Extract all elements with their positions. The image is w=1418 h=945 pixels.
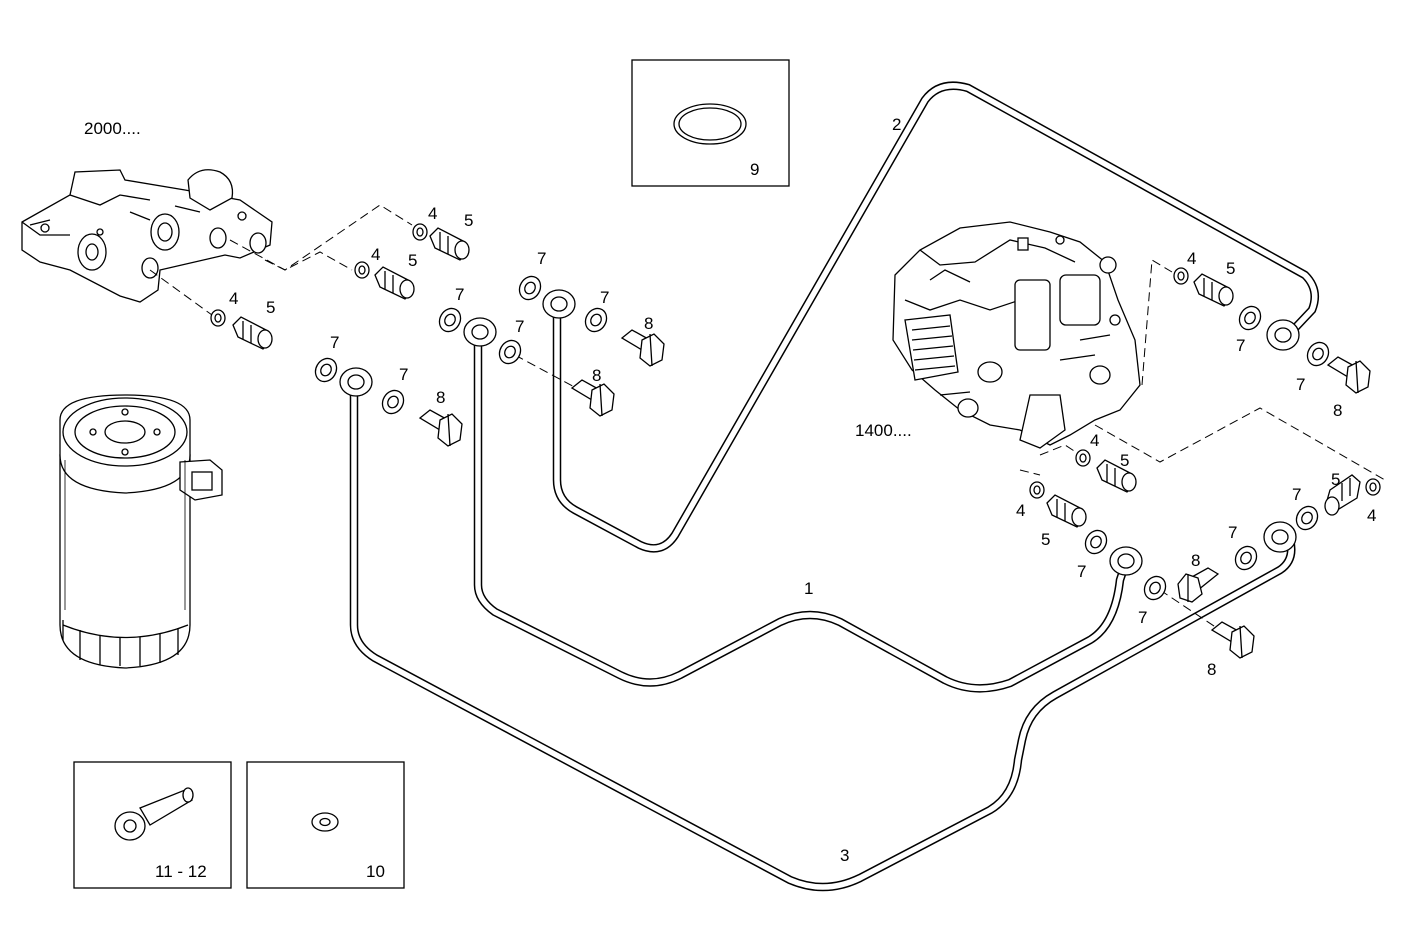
banjo-bolt-8: [1210, 621, 1255, 659]
pipe-1: [473, 335, 1130, 693]
callout-4: 4: [1187, 249, 1196, 268]
inset-banjo-number: 11 - 12: [155, 862, 207, 881]
pipe-3-label: 3: [840, 846, 849, 865]
callout-5: 5: [266, 298, 275, 317]
callout-7: 7: [1228, 523, 1237, 542]
callout-7: 7: [1077, 562, 1086, 581]
callout-8: 8: [592, 366, 601, 385]
filter-head-drawing: [21, 169, 273, 303]
callout-7: 7: [1296, 375, 1305, 394]
banjo-eye-pipe-3-pump: [1263, 521, 1297, 553]
o-ring-4: [412, 223, 428, 241]
callout-4: 4: [1367, 506, 1376, 525]
callout-7: 7: [1138, 608, 1147, 627]
o-ring-4: [354, 261, 370, 279]
filter-dash-leaders: [149, 204, 413, 316]
callout-5: 5: [1120, 451, 1129, 470]
banjo-bolt-8: [1326, 356, 1371, 394]
sealing-washer-7: [1306, 341, 1330, 367]
o-ring-4: [1173, 267, 1189, 285]
filter-head-label: 2000....: [84, 119, 141, 138]
pipe-2-label: 2: [892, 115, 901, 134]
banjo-bolt-8: [418, 409, 463, 447]
high-pressure-pump-drawing: [892, 221, 1141, 449]
sealing-washer-7: [438, 307, 462, 333]
union-fitting-5: [374, 266, 415, 300]
banjo-eye-pipe-2-pump: [1266, 319, 1300, 351]
o-ring-4: [1029, 481, 1045, 499]
union-fitting-5: [1324, 474, 1361, 516]
callout-4: 4: [428, 204, 437, 223]
union-fitting-5: [1046, 494, 1087, 528]
pipe-3: [349, 387, 1296, 892]
inset-oring-box: 9: [631, 59, 790, 187]
pipe-2: [552, 81, 1320, 553]
union-fitting-5: [429, 227, 470, 261]
fuel-filter-cartridge: [59, 394, 223, 669]
callout-7: 7: [600, 288, 609, 307]
callout-5: 5: [1041, 530, 1050, 549]
banjo-eye-pipe-1-pump: [1109, 546, 1143, 576]
callout-7: 7: [1292, 485, 1301, 504]
banjo-eye-pipe-3: [339, 367, 373, 397]
callout-4: 4: [1016, 501, 1025, 520]
callout-8: 8: [1333, 401, 1342, 420]
callout-7: 7: [330, 333, 339, 352]
pump-label: 1400....: [855, 421, 912, 440]
inset-washer-number: 10: [366, 862, 385, 881]
callout-4: 4: [371, 245, 380, 264]
union-fitting-5: [232, 316, 273, 350]
sealing-washer-7: [381, 389, 405, 415]
callout-5: 5: [464, 211, 473, 230]
sealing-washer-7: [1295, 505, 1319, 531]
banjo-eye-pipe-1: [463, 317, 497, 347]
callout-4: 4: [1090, 431, 1099, 450]
callout-7: 7: [399, 365, 408, 384]
sealing-washer-7: [1143, 575, 1167, 601]
sealing-washer-7: [498, 339, 522, 365]
inset-oring-number: 9: [750, 160, 759, 179]
inset-banjo-box: 11 - 12: [73, 761, 232, 889]
sealing-washer-7: [1238, 305, 1262, 331]
sealing-washer-7: [1234, 545, 1258, 571]
callout-8: 8: [1191, 551, 1200, 570]
sealing-washer-7: [314, 357, 338, 383]
callout-7: 7: [1236, 336, 1245, 355]
o-ring-4: [210, 309, 226, 327]
pump-dash-leaders: [514, 259, 1386, 631]
sealing-washer-7: [518, 275, 542, 301]
o-ring-4: [1075, 449, 1091, 467]
sealing-washer-7: [1084, 529, 1108, 555]
callout-5: 5: [1331, 470, 1340, 489]
pipe-1-label: 1: [804, 579, 813, 598]
callout-7: 7: [537, 249, 546, 268]
callout-8: 8: [644, 314, 653, 333]
callout-8: 8: [1207, 660, 1216, 679]
sealing-washer-7: [584, 307, 608, 333]
callout-8: 8: [436, 388, 445, 407]
callout-7: 7: [455, 285, 464, 304]
callout-5: 5: [1226, 259, 1235, 278]
banjo-bolt-8: [1177, 567, 1220, 603]
inset-washer-box: 10: [246, 761, 405, 889]
banjo-bolt-8: [570, 379, 615, 417]
o-ring-4: [1365, 478, 1381, 496]
banjo-bolt-8: [620, 329, 665, 367]
union-fitting-5: [1193, 273, 1234, 307]
callout-4: 4: [229, 289, 238, 308]
union-fitting-5: [1096, 459, 1137, 493]
banjo-eye-pipe-2: [542, 289, 576, 319]
callout-5: 5: [408, 251, 417, 270]
callout-7: 7: [515, 317, 524, 336]
